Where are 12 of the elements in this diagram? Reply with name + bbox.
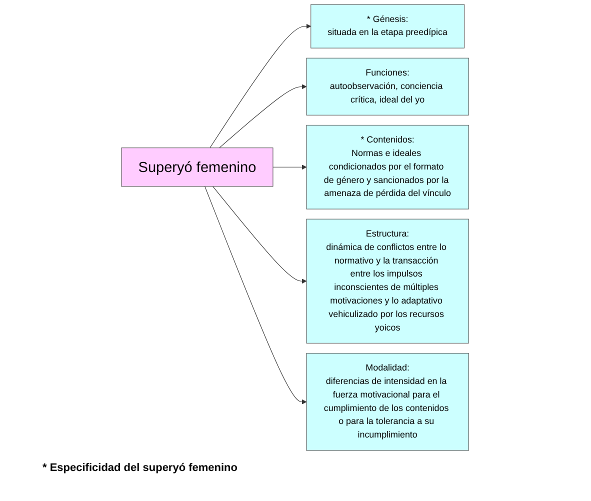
node-box: Modalidad: diferencias de intensidad en la fuerza motivacional para el cumplimiento de los contenidos o para la tolerancia a su incumplimiento (306, 352, 470, 451)
arrow (273, 164, 308, 170)
node-box: * Contenidos: Normas e ideales condicionados por el formato de género y sancionados por la amenaza de pérdida del vínculo (306, 124, 470, 210)
arrow (210, 24, 312, 148)
node-box: Funciones: autoobservación, conciencia crítica, ideal del yo (306, 58, 470, 116)
node-box: Superyó femenino (122, 148, 274, 187)
arrow (205, 186, 308, 404)
arrow (213, 186, 308, 284)
node-box: * Génesis: situada en la etapa preedípica (311, 4, 465, 48)
node-box: Estructura: dinámica de conflictos entre lo normativo y la transacción entre los impulsos inconscientes de múltiples motivaciones y lo adaptativo vehiculizado por los recursos yoicos (306, 218, 470, 344)
footnote: * Especificidad del superyó femenino (42, 462, 238, 474)
arrow (220, 84, 308, 148)
